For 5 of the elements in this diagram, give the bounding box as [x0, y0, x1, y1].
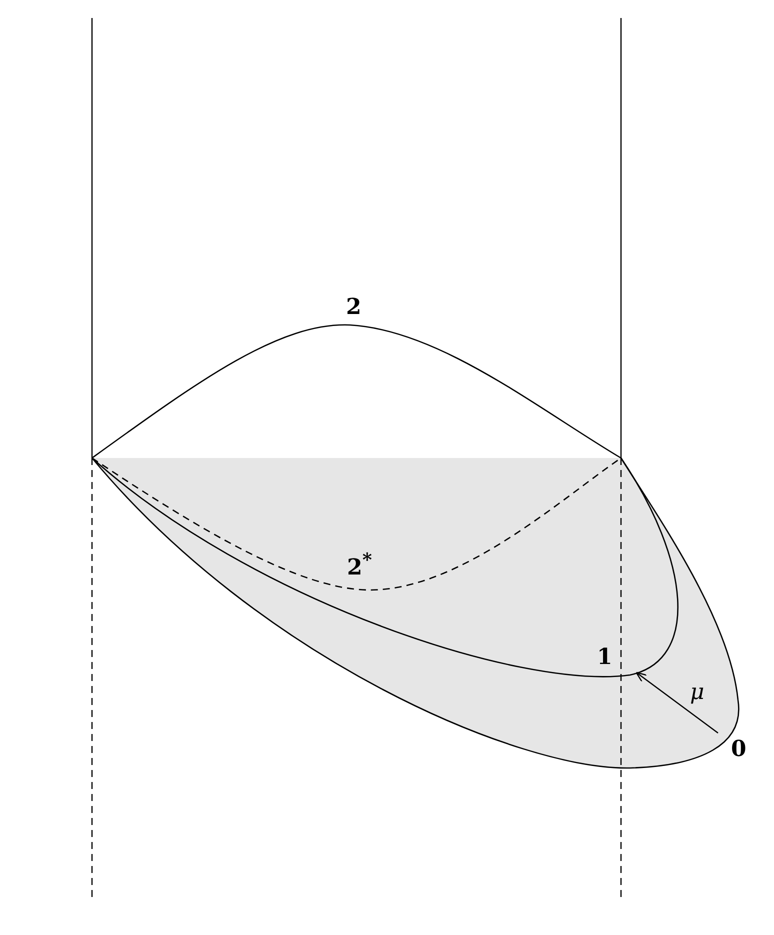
curve-label: 2 — [346, 296, 362, 318]
curve-label: 2$^{*}$ — [347, 552, 372, 578]
curve-label: 0 — [731, 738, 746, 760]
curve-label: 1 — [597, 646, 612, 668]
curve-label: μ — [690, 682, 704, 704]
